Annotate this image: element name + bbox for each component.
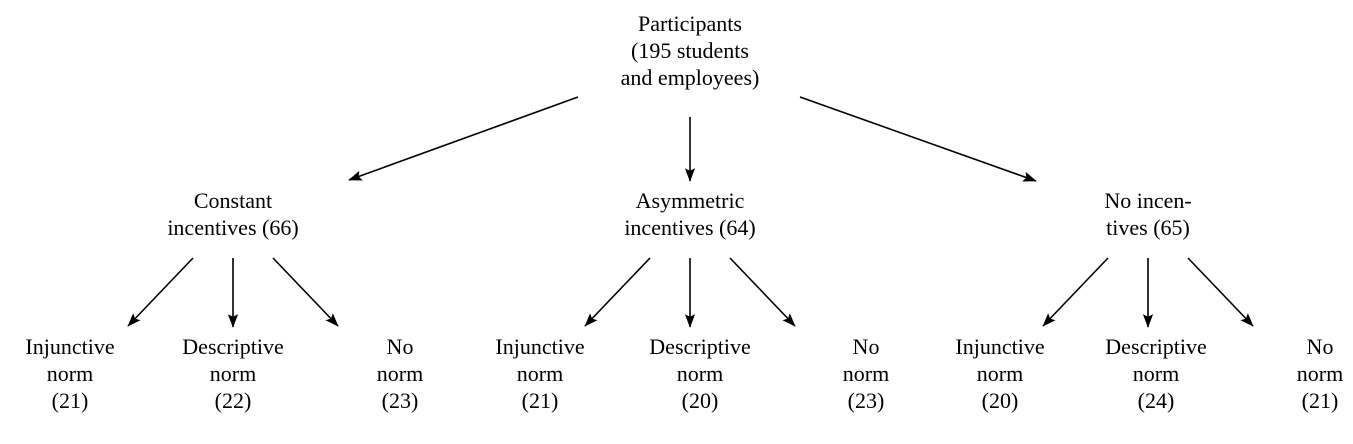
node-text-line: norm [376,361,424,386]
edge-arrow-asymmetric-to-no-norm [729,257,796,327]
node-text-line: (20) [981,388,1019,413]
node-text-line: (23) [847,388,885,413]
node-text-line: norm [842,361,890,386]
node-text-line: Injunctive [495,334,585,359]
node-text-line: norm [1296,361,1344,386]
node-text-line: (24) [1137,388,1175,413]
node-text-line: incentives (66) [167,215,299,240]
node-text-line: and employees) [620,65,760,90]
group-node-no-incentives: No incen-tives (65) [1104,187,1191,241]
node-text-line: Descriptive [1105,334,1207,359]
node-text-line: norm [1132,361,1180,386]
node-text-line: (195 students [631,38,749,63]
node-text-line: Participants [638,11,742,36]
node-text-line: Descriptive [182,334,284,359]
edge-arrow-constant-to-no-norm [272,257,339,327]
node-text-line: norm [976,361,1024,386]
node-text-line: Constant [193,188,273,213]
node-text-line: Injunctive [25,334,115,359]
node-text-line: tives (65) [1106,215,1190,240]
node-text-line: Injunctive [955,334,1045,359]
node-text-line: incentives (64) [624,215,756,240]
node-text-line: No incen- [1104,188,1192,213]
edge-arrow-none-to-no-norm [1187,257,1254,327]
node-text-line: (23) [381,388,419,413]
edge-arrow-root-to-constant [348,96,579,181]
node-text-line: Descriptive [649,334,751,359]
edge-arrow-constant-to-injunctive [127,257,194,327]
node-text-line: norm [676,361,724,386]
edge-arrow-asymmetric-to-injunctive [584,257,651,327]
node-text-line: No [386,334,414,359]
node-text-line: (21) [1301,388,1339,413]
edge-arrow-none-to-injunctive [1042,257,1109,327]
arrow-group [127,96,1254,328]
node-text-line: norm [46,361,94,386]
node-text-line: (21) [521,388,559,413]
node-text-line: (21) [51,388,89,413]
node-text-line: (22) [214,388,252,413]
node-text-line: (20) [681,388,719,413]
node-text-line: norm [516,361,564,386]
node-text-line: Asymmetric [635,188,745,213]
node-text-line: No [1306,334,1334,359]
edge-arrow-root-to-none [799,96,1037,182]
node-text-line: No [852,334,880,359]
node-text-line: norm [209,361,257,386]
